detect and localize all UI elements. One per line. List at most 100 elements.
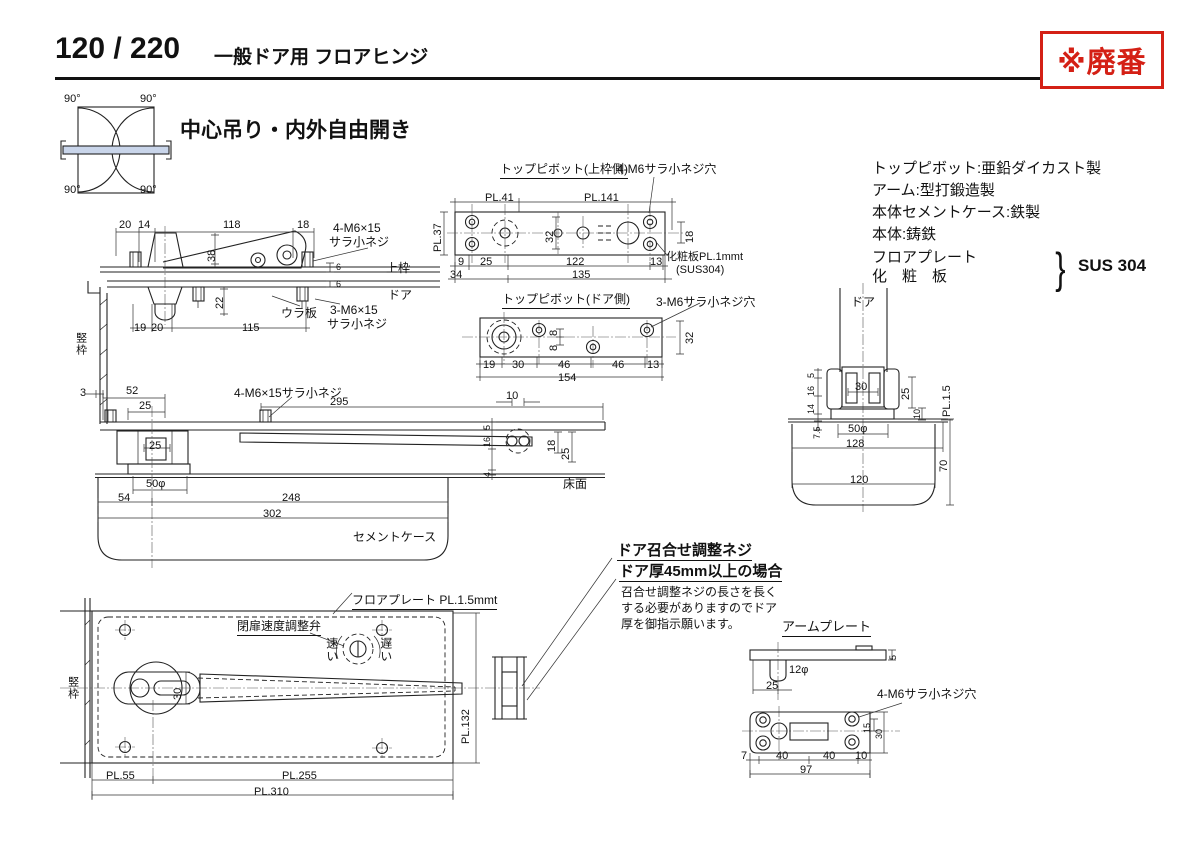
dim-9: 9 <box>458 256 465 268</box>
dim-pl255: PL.255 <box>282 770 317 782</box>
dim-16: 16 <box>806 385 816 396</box>
assembly-screw-note: 4-M6×15サラ小ネジ <box>234 386 342 400</box>
decor-plate-material: (SUS304) <box>676 264 725 276</box>
frame-label: 上枠 <box>386 261 411 275</box>
dim-50phi-b: 50φ <box>848 423 868 435</box>
pivot-frame-screw-note: 4-M6サラ小ネジ穴 <box>617 162 717 176</box>
screw-note-top-2: サラ小ネジ <box>329 235 390 249</box>
dim-54: 54 <box>118 492 131 504</box>
dim-40b: 40 <box>823 750 836 762</box>
assembly-drawing <box>95 394 606 568</box>
spec-brace-top: フロアプレート <box>872 249 978 266</box>
dim-34: 34 <box>450 269 463 281</box>
pivot-door-side-drawing <box>462 302 701 381</box>
dim-52: 52 <box>126 385 139 397</box>
dim-122: 122 <box>566 256 585 268</box>
dim-22: 22 <box>214 296 226 309</box>
dim-5: 5 <box>806 372 816 378</box>
jamb-label-plan: 竪枠 <box>66 676 79 700</box>
dim-32: 32 <box>544 230 556 243</box>
side-view-drawing <box>86 226 440 424</box>
discontinued-stamp: ※廃番 <box>1040 31 1164 89</box>
dim-10c: 10 <box>855 750 868 762</box>
dim-295: 295 <box>330 396 349 408</box>
dim-154: 154 <box>558 372 577 384</box>
spec-line: 本体セメントケース:鉄製 <box>872 204 1041 221</box>
arm-plate-screw-note: 4-M6サラ小ネジ穴 <box>877 687 977 701</box>
dim-14b: 14 <box>806 403 816 414</box>
back-plate-label: ウラ板 <box>281 306 318 320</box>
dim-10b: 10 <box>912 408 922 419</box>
arm-plate-title: アームプレート <box>782 619 872 637</box>
dim-pl37: PL.37 <box>432 223 444 252</box>
screw-note-top-1: 4-M6×15 <box>333 221 381 235</box>
note-body-line: 厚を御指示願います。 <box>621 617 740 631</box>
spec-line: 本体:鋳鉄 <box>872 226 937 243</box>
dim-128: 128 <box>846 438 865 450</box>
note-body-line: する必要がありますのでドア <box>621 601 778 615</box>
pivot-door-screw-note: 3-M6サラ小ネジ穴 <box>656 295 756 309</box>
spec-brace: } <box>1055 244 1066 293</box>
dim-25a: 25 <box>480 256 493 268</box>
decor-plate-note: 化粧板PL.1mmt <box>666 251 744 263</box>
spec-brace-bottom: 化 粧 板 <box>872 268 948 285</box>
dim-25c: 25 <box>560 447 572 460</box>
dim-97: 97 <box>800 764 813 776</box>
dim-70: 70 <box>938 459 950 472</box>
dim-pl41: PL.41 <box>485 192 514 204</box>
spec-material: SUS 304 <box>1078 256 1147 275</box>
door-label-section: ドア <box>851 295 876 309</box>
dim-7: 7 <box>741 750 748 762</box>
dim-20b: 20 <box>151 322 164 334</box>
dim-302: 302 <box>263 508 282 520</box>
note-body-line: 召合せ調整ネジの長さを長く <box>621 585 778 599</box>
valve-fast-label: 速い <box>324 637 339 663</box>
dim-pl141: PL.141 <box>584 192 619 204</box>
angle-bottom-right: 90° <box>140 184 157 196</box>
dim-25b: 25 <box>139 400 152 412</box>
cross-section-drawing <box>788 283 954 512</box>
page-title-product: 一般ドア用 フロアヒンジ <box>214 47 429 68</box>
dim-pl132: PL.132 <box>460 709 472 744</box>
valve-label: 閉扉速度調整弁 <box>237 619 322 636</box>
screw-note-bottom-1: 3-M6×15 <box>330 303 378 317</box>
dim-pl55: PL.55 <box>106 770 135 782</box>
dim-19: 19 <box>134 322 147 334</box>
dim-248: 248 <box>282 492 301 504</box>
angle-top-left: 90° <box>64 93 81 105</box>
cement-case-label: セメントケース <box>353 530 437 544</box>
dim-8b: 8 <box>548 344 560 351</box>
dim-25-inner: 25 <box>149 440 162 452</box>
dim-13b: 13 <box>647 359 660 371</box>
dim-6b: 6 <box>336 279 342 289</box>
floor-plate-note: フロアプレート PL.1.5mmt <box>352 593 498 610</box>
dim-38: 38 <box>206 249 218 262</box>
jamb-label: 竪枠 <box>74 332 87 356</box>
dim-25e: 25 <box>766 680 779 692</box>
page-title-model: 120 / 220 <box>55 32 181 65</box>
dim-46b: 46 <box>612 359 625 371</box>
dim-pl310: PL.310 <box>254 786 289 798</box>
dim-pl1-5: PL.1.5 <box>941 385 953 417</box>
dim-8a: 8 <box>548 329 560 336</box>
note-subtitle: ドア厚45mm以上の場合 <box>619 563 783 583</box>
angle-bottom-left: 90° <box>64 184 81 196</box>
dim-stack-5: 5 <box>482 424 492 430</box>
title-rule <box>55 77 1042 80</box>
dim-118: 118 <box>223 219 241 231</box>
spec-line: トップピボット:亜鉛ダイカスト製 <box>872 160 1102 177</box>
dim-50phi: 50φ <box>146 478 166 490</box>
angle-top-right: 90° <box>140 93 157 105</box>
dim-135: 135 <box>572 269 591 281</box>
dim-30d: 30 <box>874 728 884 739</box>
dim-3: 3 <box>80 387 87 399</box>
dim-19b: 19 <box>483 359 496 371</box>
arm-plate-drawing <box>742 642 903 778</box>
note-title: ドア召合せ調整ネジ <box>617 542 753 562</box>
pivot-door-title: トップピボット(ドア側) <box>502 292 630 309</box>
dim-25d: 25 <box>900 387 912 400</box>
dim-stack-4: 4 <box>482 471 492 477</box>
dim-14: 14 <box>138 219 151 231</box>
screw-note-bottom-2: サラ小ネジ <box>327 317 388 331</box>
